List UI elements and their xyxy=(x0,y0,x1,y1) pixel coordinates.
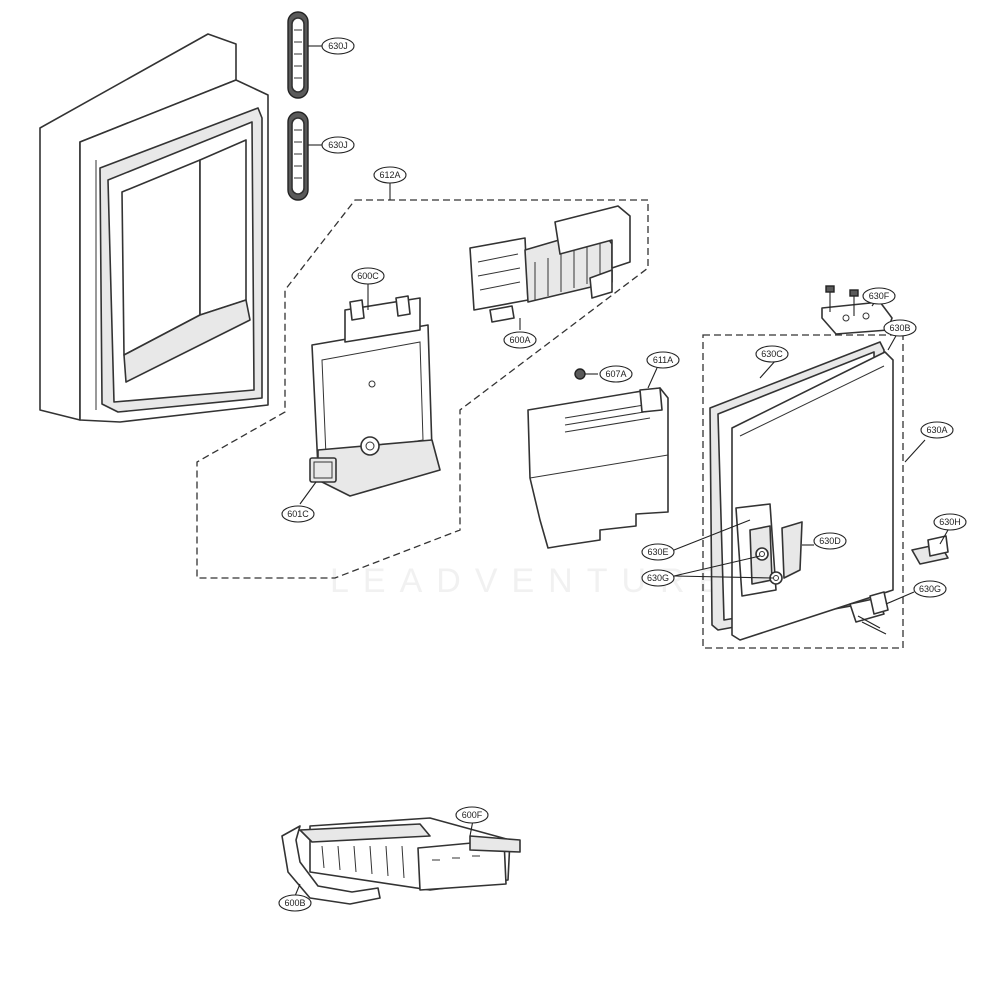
watermark-text: LEADVENTURE xyxy=(330,562,735,600)
icemaker-bracket-600c xyxy=(311,295,441,497)
handle-lever-630d xyxy=(781,521,803,579)
ice-maker-600a xyxy=(469,205,631,323)
svg-text:612A: 612A xyxy=(379,170,400,180)
svg-text:630J: 630J xyxy=(328,41,348,51)
ice-tray-assembly-600f xyxy=(299,817,521,891)
svg-text:600A: 600A xyxy=(509,335,530,345)
callout-607a: 607A xyxy=(599,365,633,383)
icemaker-cover-611a xyxy=(527,387,669,549)
dispenser-cover-630j-upper xyxy=(287,11,309,99)
svg-text:630A: 630A xyxy=(926,425,947,435)
callout-612a: 612A xyxy=(373,166,407,184)
watermark: LEADVENTURE xyxy=(330,562,735,600)
svg-text:630G: 630G xyxy=(919,584,941,594)
callout-601c: 601C xyxy=(281,505,315,523)
connector-601c xyxy=(309,457,337,483)
door-handle-630e xyxy=(735,503,777,597)
callout-611a: 611A xyxy=(646,351,680,369)
svg-text:630D: 630D xyxy=(819,536,841,546)
callout-630a: 630A xyxy=(920,421,954,439)
callout-630g-handle: 630G xyxy=(641,569,675,587)
icemaker-assembly-boundary xyxy=(196,199,649,579)
screw-607a xyxy=(574,368,598,380)
callout-630d: 630D xyxy=(813,532,847,550)
svg-text:630F: 630F xyxy=(869,291,890,301)
ice-door-boundary xyxy=(702,334,904,649)
svg-text:600C: 600C xyxy=(357,271,379,281)
svg-text:630G: 630G xyxy=(647,573,669,583)
callout-630c: 630C xyxy=(755,345,789,363)
svg-text:611A: 611A xyxy=(653,355,673,365)
lower-hinge-630g xyxy=(849,591,889,635)
svg-text:607A: 607A xyxy=(605,369,626,379)
callout-630j-lower: 630J xyxy=(321,136,355,154)
callout-630j-upper: 630J xyxy=(321,37,355,55)
leader-lines xyxy=(294,45,949,897)
callout-630g-hinge: 630G xyxy=(913,580,947,598)
svg-text:630B: 630B xyxy=(889,323,910,333)
stopper-630h xyxy=(911,535,949,565)
svg-text:630J: 630J xyxy=(328,140,348,150)
callout-600b: 600B xyxy=(278,894,312,912)
ejector-arm-600b xyxy=(281,825,381,905)
svg-text:601C: 601C xyxy=(287,509,309,519)
callout-600c: 600C xyxy=(351,267,385,285)
callout-600f: 600F xyxy=(455,806,489,824)
callout-600a: 600A xyxy=(503,331,537,349)
refrigerator-door xyxy=(39,33,269,423)
dispenser-cover-630j-lower xyxy=(287,111,309,201)
svg-text:630C: 630C xyxy=(761,349,783,359)
callout-630e: 630E xyxy=(641,543,675,561)
callout-630f: 630F xyxy=(862,287,896,305)
svg-text:630E: 630E xyxy=(647,547,668,557)
callout-630b: 630B xyxy=(883,319,917,337)
svg-text:600F: 600F xyxy=(462,810,483,820)
callout-630h: 630H xyxy=(933,513,967,531)
svg-text:600B: 600B xyxy=(284,898,305,908)
svg-text:630H: 630H xyxy=(939,517,961,527)
